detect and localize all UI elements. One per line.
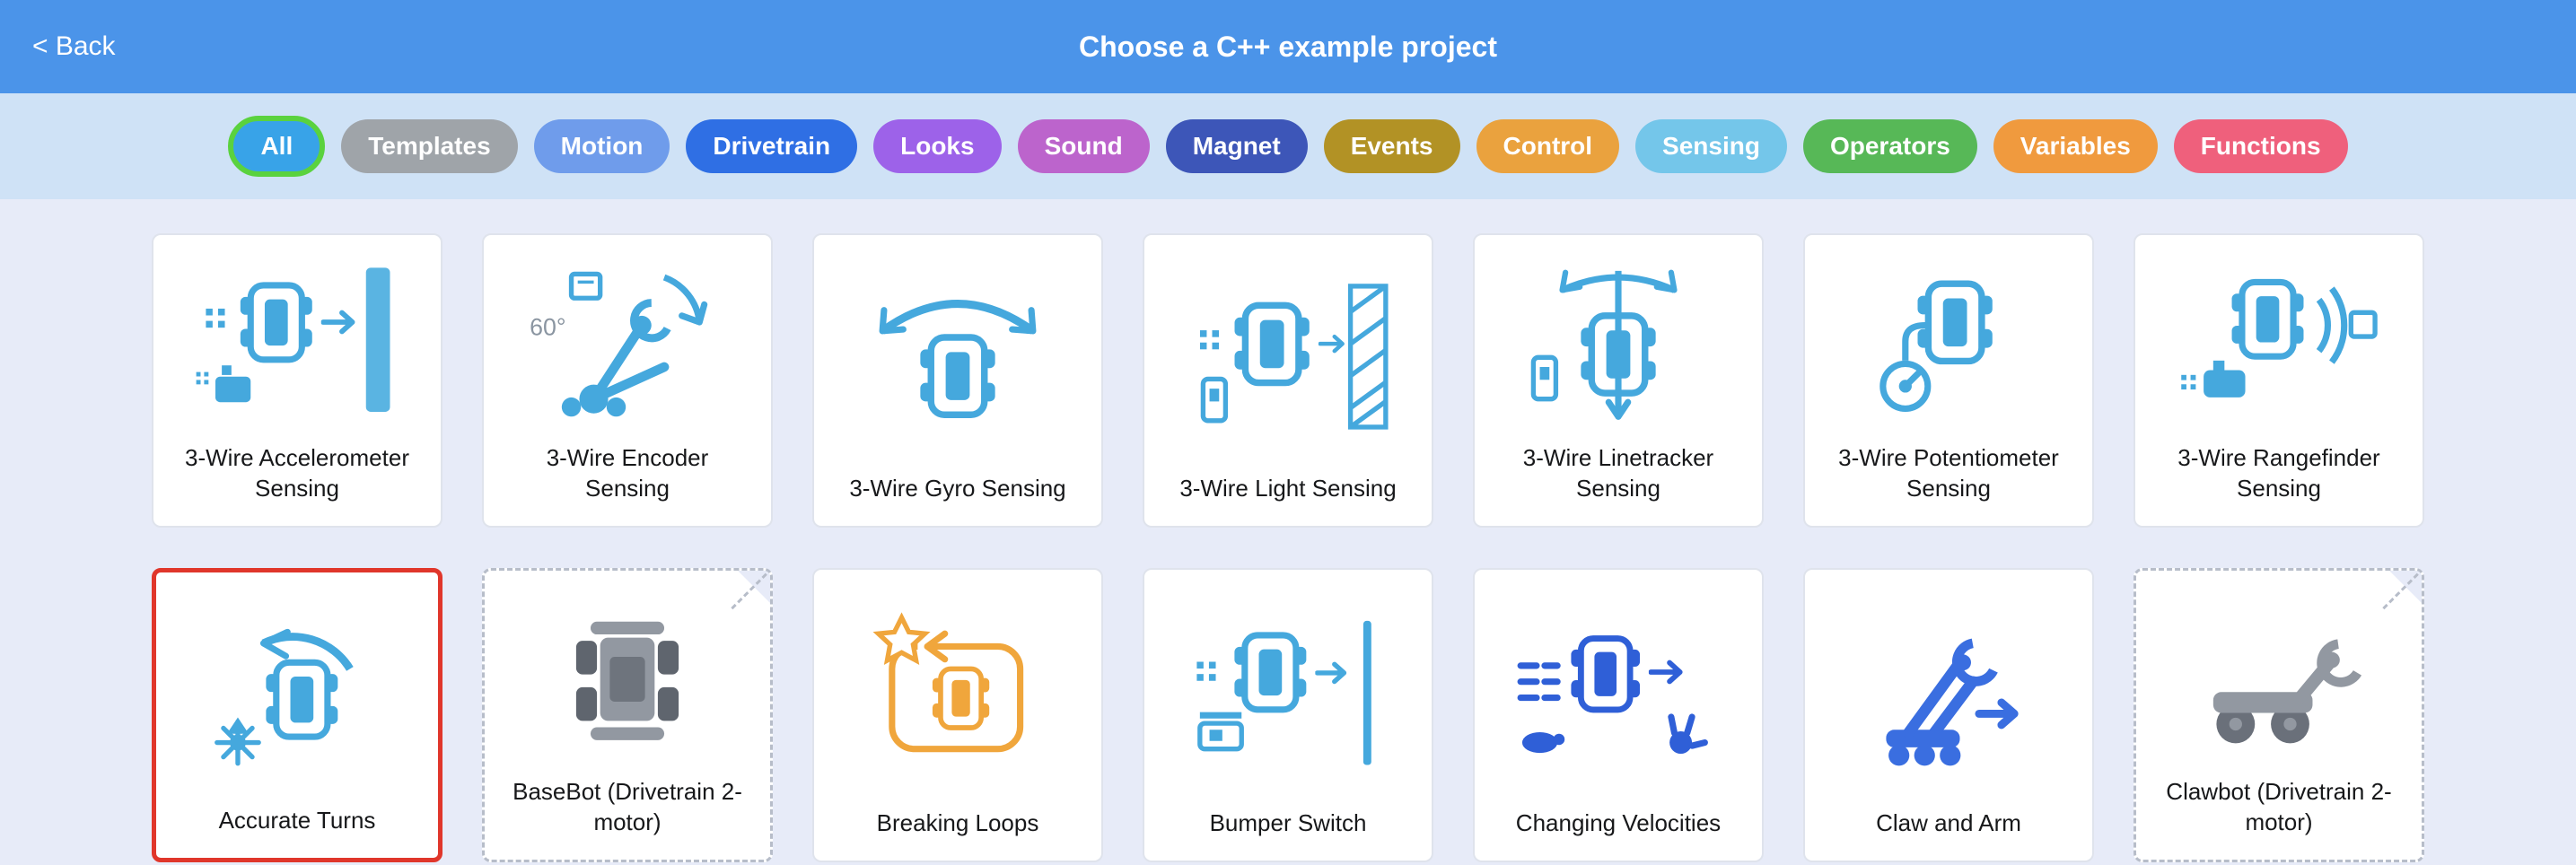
category-filter-bar: All Templates Motion Drivetrain Looks So… — [0, 93, 2576, 199]
light-sensing-icon — [1144, 235, 1432, 474]
accelerometer-sensing-icon — [153, 235, 441, 443]
project-card-3-wire-rangefinder-sensing[interactable]: 3-Wire Rangefinder Sensing — [2134, 233, 2424, 528]
card-label: 3-Wire Gyro Sensing — [849, 475, 1066, 502]
card-label: 3-Wire Linetracker Sensing — [1522, 444, 1714, 502]
filter-templates[interactable]: Templates — [341, 119, 518, 173]
filter-functions[interactable]: Functions — [2173, 119, 2348, 173]
filter-drivetrain[interactable]: Drivetrain — [686, 119, 858, 173]
project-card-clawbot-drivetrain-2-motor[interactable]: Clawbot (Drivetrain 2-motor) — [2134, 568, 2424, 862]
potentiometer-sensing-icon — [1805, 235, 2092, 443]
filter-all[interactable]: All — [228, 116, 326, 177]
clawbot-icon — [2136, 571, 2422, 777]
project-card-3-wire-gyro-sensing[interactable]: 3-Wire Gyro Sensing — [812, 233, 1103, 528]
encoder-angle-text: 60° — [530, 313, 565, 340]
filter-operators[interactable]: Operators — [1802, 119, 1977, 173]
card-label: BaseBot (Drivetrain 2-motor) — [513, 778, 742, 836]
filter-sensing[interactable]: Sensing — [1635, 119, 1787, 173]
project-grid: 3-Wire Accelerometer Sensing 60° 3-Wire … — [152, 233, 2424, 862]
card-label: Accurate Turns — [218, 807, 376, 834]
card-label: Bumper Switch — [1209, 809, 1367, 837]
breaking-loops-icon — [814, 570, 1101, 808]
card-label: 3-Wire Encoder Sensing — [546, 444, 709, 502]
card-label: Clawbot (Drivetrain 2-motor) — [2166, 778, 2392, 836]
project-card-3-wire-potentiometer-sensing[interactable]: 3-Wire Potentiometer Sensing — [1803, 233, 2094, 528]
back-button[interactable]: < Back — [32, 31, 116, 61]
card-label: Changing Velocities — [1515, 809, 1722, 837]
project-card-3-wire-linetracker-sensing[interactable]: 3-Wire Linetracker Sensing — [1473, 233, 1764, 528]
basebot-icon — [485, 571, 770, 777]
project-card-claw-and-arm[interactable]: Claw and Arm — [1803, 568, 2094, 862]
bumper-switch-icon — [1144, 570, 1432, 808]
project-card-changing-velocities[interactable]: Changing Velocities — [1473, 568, 1764, 862]
claw-and-arm-icon — [1805, 570, 2092, 808]
linetracker-sensing-icon — [1475, 235, 1762, 443]
page-title: Choose a C++ example project — [1079, 30, 1497, 63]
gyro-sensing-icon — [814, 235, 1101, 474]
filter-events[interactable]: Events — [1323, 119, 1460, 173]
filter-magnet[interactable]: Magnet — [1165, 119, 1308, 173]
filter-variables[interactable]: Variables — [1993, 119, 2158, 173]
project-card-3-wire-light-sensing[interactable]: 3-Wire Light Sensing — [1143, 233, 1433, 528]
project-card-breaking-loops[interactable]: Breaking Loops — [812, 568, 1103, 862]
project-card-3-wire-accelerometer-sensing[interactable]: 3-Wire Accelerometer Sensing — [152, 233, 442, 528]
top-header: < Back Choose a C++ example project — [0, 0, 2576, 93]
rangefinder-sensing-icon — [2135, 235, 2423, 443]
project-card-bumper-switch[interactable]: Bumper Switch — [1143, 568, 1433, 862]
card-label: 3-Wire Accelerometer Sensing — [185, 444, 409, 502]
card-label: 3-Wire Rangefinder Sensing — [2177, 444, 2380, 502]
accurate-turns-icon — [156, 572, 438, 806]
card-label: Breaking Loops — [876, 809, 1039, 837]
encoder-sensing-icon: 60° — [484, 235, 771, 443]
card-label: Claw and Arm — [1876, 809, 2021, 837]
filter-motion[interactable]: Motion — [533, 119, 670, 173]
project-card-basebot-drivetrain-2-motor[interactable]: BaseBot (Drivetrain 2-motor) — [482, 568, 773, 862]
filter-looks[interactable]: Looks — [873, 119, 1002, 173]
template-fold-corner — [735, 571, 770, 606]
card-label: 3-Wire Potentiometer Sensing — [1838, 444, 2059, 502]
project-card-3-wire-encoder-sensing[interactable]: 60° 3-Wire Encoder Sensing — [482, 233, 773, 528]
filter-control[interactable]: Control — [1476, 119, 1620, 173]
changing-velocities-icon — [1475, 570, 1762, 808]
card-label: 3-Wire Light Sensing — [1179, 475, 1397, 502]
filter-sound[interactable]: Sound — [1017, 119, 1150, 173]
project-card-accurate-turns[interactable]: Accurate Turns — [152, 568, 442, 862]
template-fold-corner — [2387, 571, 2422, 606]
